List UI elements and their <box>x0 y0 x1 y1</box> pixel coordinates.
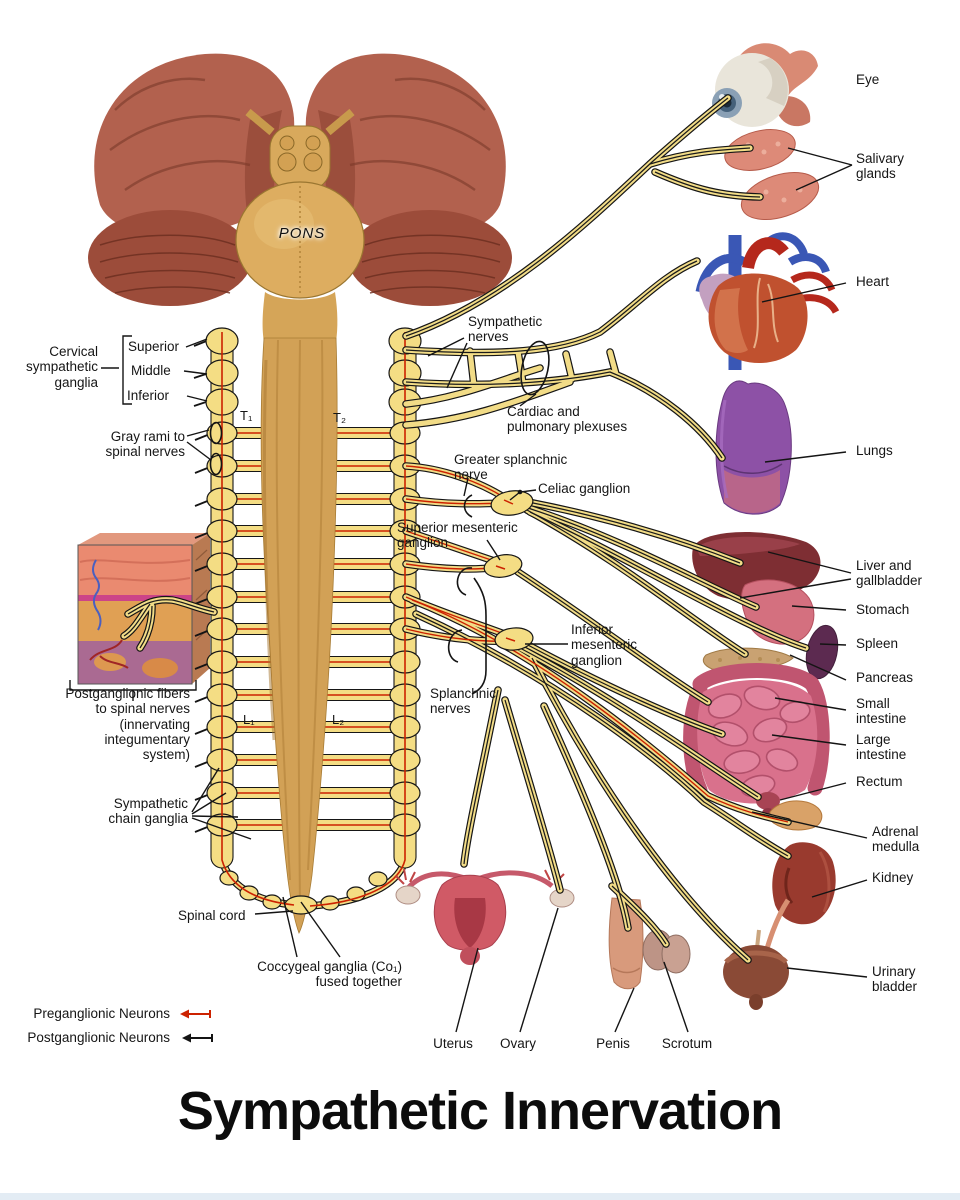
spinal-cord-illustration <box>260 337 338 935</box>
label-cervical-ganglia: Cervical sympathetic ganglia <box>25 344 98 390</box>
label-sympathetic-nerves: Sympathetic nerves <box>468 314 543 345</box>
label-small-intestine: Small intestine <box>856 696 907 727</box>
label-l2: L₂ <box>332 712 345 727</box>
bladder-illustration <box>723 929 789 1010</box>
label-superior-ganglion: Superior <box>128 339 180 354</box>
label-t1: T₁ <box>240 408 253 423</box>
label-chain-ganglia: Sympathetic chain ganglia <box>108 796 188 827</box>
label-uterus: Uterus <box>433 1036 473 1051</box>
label-large-intestine: Large intestine <box>856 732 907 763</box>
label-l1: L₁ <box>243 712 255 727</box>
label-superior-mesenteric: Superior mesenteric ganglion <box>397 520 518 551</box>
salivary-glands-illustration <box>724 129 820 220</box>
bottom-edge-strip <box>0 1193 960 1200</box>
brain-illustration <box>88 53 512 342</box>
label-salivary-glands: Salivary glands <box>856 151 905 182</box>
uterus-ovary-illustration <box>395 866 575 965</box>
label-cardiac-plexus: Cardiac and pulmonary plexuses <box>507 404 628 435</box>
legend-postganglionic-label: Postganglionic Neurons <box>27 1030 170 1045</box>
eye-illustration <box>712 43 818 127</box>
label-pancreas: Pancreas <box>856 670 914 685</box>
label-coccygeal-ganglia: Coccygeal ganglia (Co₁) fused together <box>257 959 402 990</box>
label-urinary-bladder: Urinary bladder <box>872 964 918 995</box>
label-middle-ganglion: Middle <box>131 363 171 378</box>
label-rectum: Rectum <box>856 774 903 789</box>
lungs-illustration <box>715 380 792 515</box>
prevertebral-ganglia <box>483 490 534 651</box>
label-inferior-mesenteric: Inferior mesenteric ganglion <box>571 622 638 668</box>
label-kidney: Kidney <box>872 870 914 885</box>
leader-lines <box>69 147 868 1033</box>
label-spinal-cord: Spinal cord <box>178 908 246 923</box>
label-lungs: Lungs <box>856 443 893 458</box>
label-stomach: Stomach <box>856 602 910 617</box>
heart-illustration <box>695 232 840 370</box>
pons-label: PONS <box>278 225 326 242</box>
legend-line-postganglionic <box>182 1033 213 1043</box>
label-heart: Heart <box>856 274 890 289</box>
label-liver-gallbladder: Liver and gallbladder <box>856 558 923 589</box>
diagram-title: Sympathetic Innervation <box>177 1081 783 1141</box>
legend-line-preganglionic <box>180 1009 211 1019</box>
label-inferior-ganglion: Inferior <box>127 388 170 403</box>
label-greater-splanchnic: Greater splanchnic nerve <box>454 452 568 483</box>
label-penis: Penis <box>596 1036 630 1051</box>
label-adrenal-medulla: Adrenal medulla <box>872 824 920 855</box>
label-splanchnic-nerves: Splanchnic nerves <box>430 686 497 717</box>
label-celiac-ganglion: Celiac ganglion <box>538 481 631 496</box>
adrenal-kidney-illustration <box>760 800 836 963</box>
label-postganglionic-fibers: Postganglionic fibers to spinal nerves (… <box>65 686 190 762</box>
label-t2: T₂ <box>333 410 346 425</box>
legend-preganglionic-label: Preganglionic Neurons <box>33 1006 170 1021</box>
label-scrotum: Scrotum <box>661 1036 713 1051</box>
label-spleen: Spleen <box>856 636 899 651</box>
label-eye: Eye <box>856 72 880 87</box>
label-ovary: Ovary <box>499 1036 537 1051</box>
label-gray-rami: Gray rami to spinal nerves <box>105 429 185 460</box>
